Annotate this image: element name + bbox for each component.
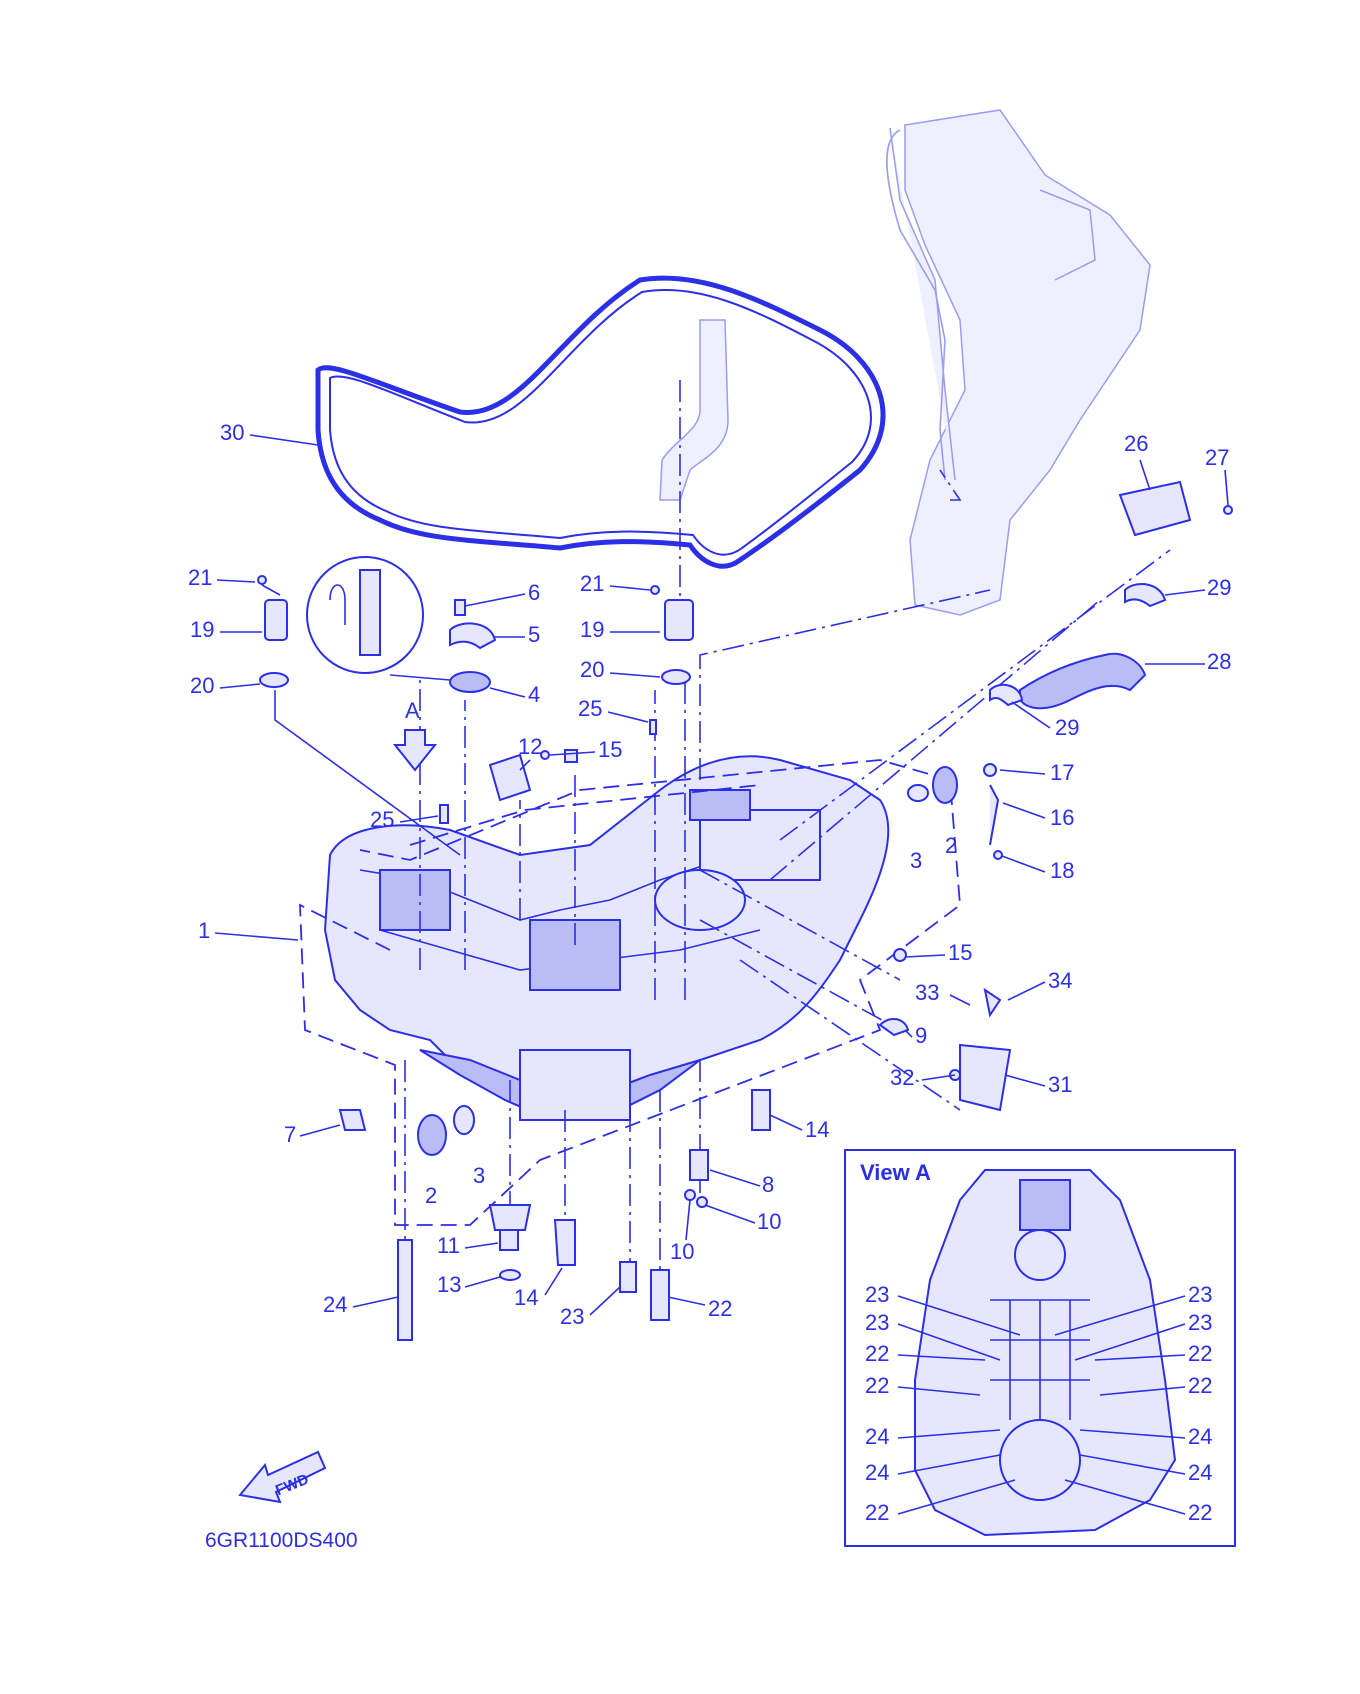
callout-3-top: 3 — [910, 848, 922, 873]
view-a-callout-right: 22 — [1188, 1341, 1212, 1366]
callout-18: 18 — [1050, 858, 1074, 883]
callout-29-top: 29 — [1207, 575, 1231, 600]
callout-7: 7 — [284, 1122, 296, 1147]
leader-lines — [274, 380, 1171, 1330]
callout-14-right: 14 — [805, 1117, 829, 1142]
small-parts-lower-right — [684, 948, 1012, 1208]
callout-26: 26 — [1124, 431, 1148, 456]
view-a-callout-right: 24 — [1188, 1460, 1212, 1485]
callout-34: 34 — [1048, 968, 1072, 993]
callout-21-left: 21 — [188, 565, 212, 590]
view-a-callout-right: 23 — [1188, 1310, 1212, 1335]
view-a-callout-right: 22 — [1188, 1500, 1212, 1525]
callout-20-center: 20 — [580, 657, 604, 682]
callout-15-top: 15 — [598, 737, 622, 762]
view-a-box: View A — [844, 1149, 1236, 1547]
callout-30: 30 — [220, 420, 244, 445]
exhaust-manifold — [886, 109, 1151, 616]
callout-21-center: 21 — [580, 571, 604, 596]
view-a-leader-right — [1054, 1295, 1186, 1336]
callout-10-bottom: 10 — [670, 1239, 694, 1264]
callout-25-left: 25 — [370, 807, 394, 832]
callout-13: 13 — [437, 1272, 461, 1297]
callout-19-center: 19 — [580, 617, 604, 642]
callout-2-top: 2 — [945, 833, 957, 858]
view-a-leader-right — [1074, 1323, 1186, 1361]
callout-4: 4 — [528, 682, 540, 707]
view-a-leader-left — [897, 1429, 1001, 1439]
view-a-leader-left — [897, 1323, 1001, 1361]
view-a-callout-left: 24 — [865, 1460, 889, 1485]
callout-2-bottom: 2 — [425, 1183, 437, 1208]
view-a-leader-right — [1094, 1354, 1186, 1361]
oil-pan-body — [323, 755, 890, 1121]
view-a-leader-right — [1099, 1386, 1186, 1396]
view-a-callout-right: 23 — [1188, 1282, 1212, 1307]
callout-20-left: 20 — [190, 673, 214, 698]
view-a-leader-right — [1079, 1429, 1186, 1439]
view-a-callout-right: 22 — [1188, 1373, 1212, 1398]
view-a-leader-left — [897, 1479, 1016, 1515]
callout-14-bottom: 14 — [514, 1285, 538, 1310]
callout-12: 12 — [518, 734, 542, 759]
view-a-leader-right — [1079, 1454, 1186, 1475]
callout-5: 5 — [528, 622, 540, 647]
view-arrow-label: A — [405, 698, 420, 723]
hose-center — [659, 319, 729, 501]
callout-33: 33 — [915, 980, 939, 1005]
callout-1: 1 — [198, 918, 210, 943]
callout-3-bottom: 3 — [473, 1163, 485, 1188]
callout-19-left: 19 — [190, 617, 214, 642]
callout-32: 32 — [890, 1065, 914, 1090]
view-a-leader-left — [897, 1454, 1001, 1475]
callout-8: 8 — [762, 1172, 774, 1197]
callout-15-right: 15 — [948, 940, 972, 965]
view-a-callout-left: 24 — [865, 1424, 889, 1449]
callout-25-top: 25 — [578, 696, 602, 721]
callout-28: 28 — [1207, 649, 1231, 674]
small-parts-left — [257, 575, 657, 824]
view-a-callout-left: 23 — [865, 1282, 889, 1307]
callout-16: 16 — [1050, 805, 1074, 830]
view-a-leader-left — [897, 1354, 986, 1361]
diagram-code: 6GR1100DS400 — [205, 1529, 358, 1552]
assembly-outline — [299, 759, 961, 1226]
view-a-callouts: 23 23 22 22 24 24 22 23 23 22 22 24 24 22 — [865, 1282, 1212, 1525]
view-a-leader-left — [897, 1386, 981, 1396]
view-a-callout-right: 24 — [1188, 1424, 1212, 1449]
view-a-leader-right — [1064, 1479, 1186, 1515]
small-parts-right — [907, 480, 1233, 860]
callout-29-bottom: 29 — [1055, 715, 1079, 740]
inset-detail — [306, 556, 451, 681]
callout-22: 22 — [708, 1296, 732, 1321]
callout-23: 23 — [560, 1304, 584, 1329]
small-parts-lower-left — [338, 1105, 670, 1341]
view-a-callout-left: 22 — [865, 1341, 889, 1366]
view-a-callout-left: 22 — [865, 1373, 889, 1398]
callout-11: 11 — [437, 1233, 460, 1258]
view-a-leader-left — [897, 1295, 1021, 1336]
callout-9: 9 — [915, 1023, 927, 1048]
callout-17: 17 — [1050, 760, 1074, 785]
callout-31: 31 — [1048, 1072, 1072, 1097]
view-a-callout-left: 22 — [865, 1500, 889, 1525]
callout-6: 6 — [528, 580, 540, 605]
gasket-30 — [315, 275, 886, 569]
view-a-callout-left: 23 — [865, 1310, 889, 1335]
view-arrow-a — [392, 729, 438, 772]
fwd-arrow: FWD — [238, 1450, 327, 1504]
view-a-title: View A — [860, 1160, 931, 1185]
callouts: 30 26 27 21 19 20 6 5 4 21 19 20 25 29 2… — [188, 420, 1231, 1329]
callout-27: 27 — [1205, 445, 1229, 470]
callout-10-right: 10 — [757, 1209, 781, 1234]
small-parts-center — [650, 585, 694, 685]
callout-24: 24 — [323, 1292, 347, 1317]
